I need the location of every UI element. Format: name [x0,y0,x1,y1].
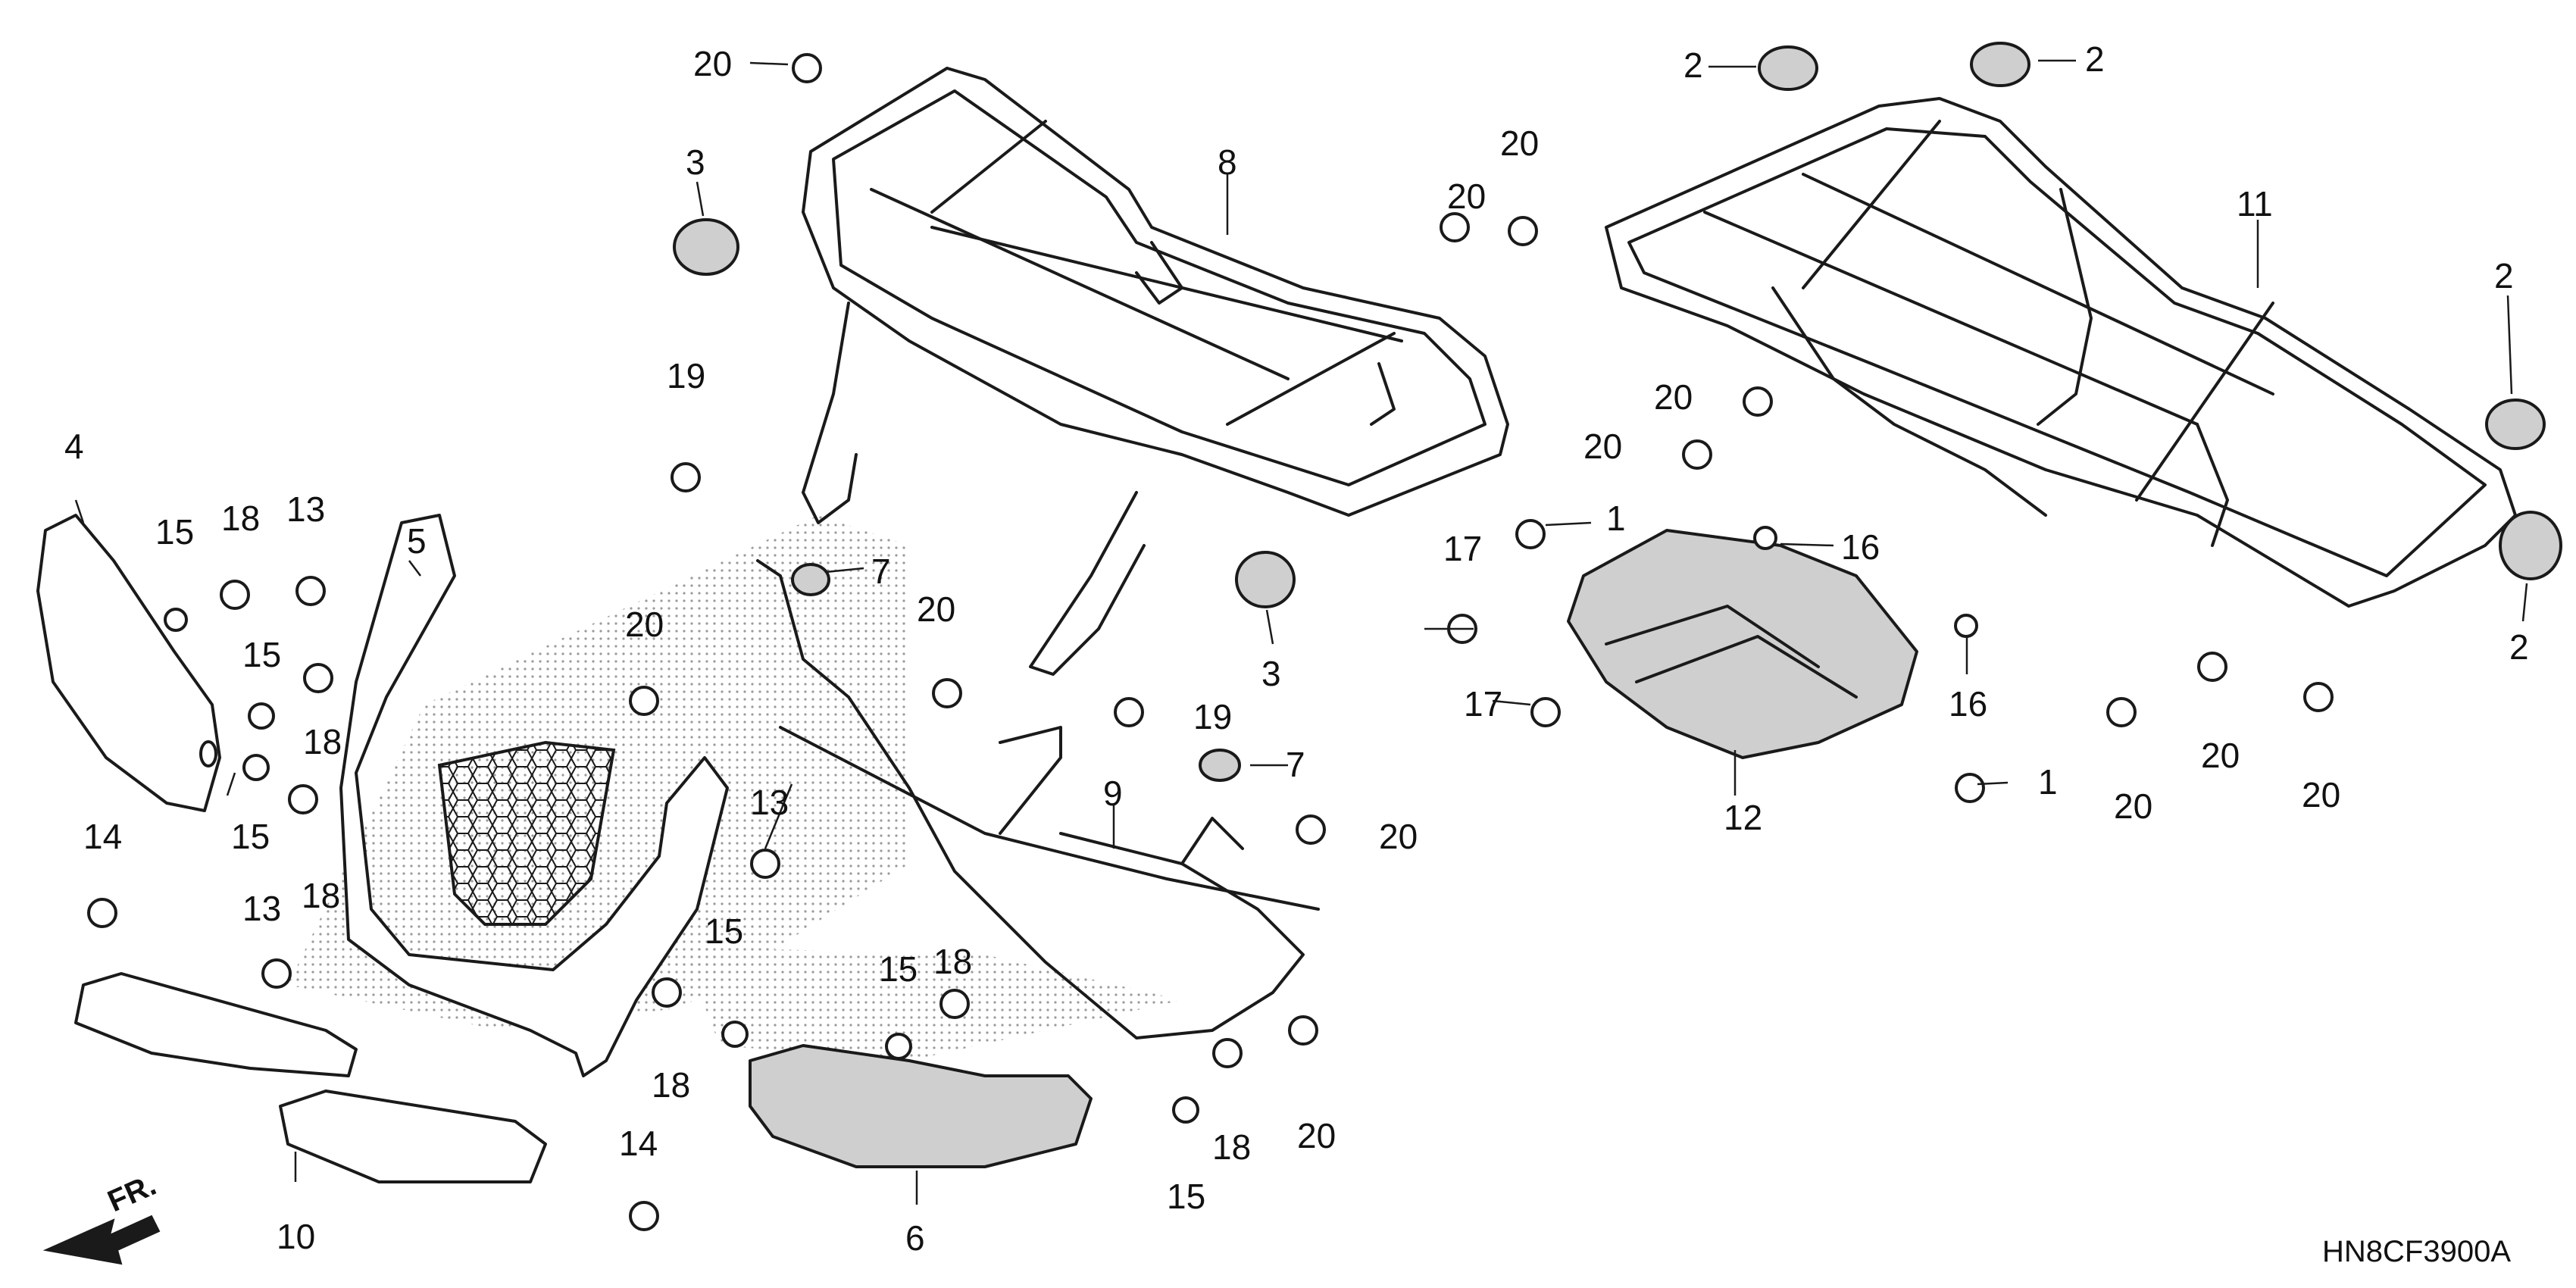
callout-20: 20 [625,605,664,644]
rubber-damper [673,42,2562,782]
callout-13: 13 [286,489,325,529]
callout-6: 6 [905,1218,925,1258]
callout-15: 15 [231,817,270,856]
callout-7: 7 [1286,745,1305,784]
callout-10: 10 [277,1217,315,1256]
callout-2: 2 [1683,45,1703,85]
bolt [87,53,2334,1231]
callout-18: 18 [302,876,340,915]
callout-8: 8 [1218,142,1237,182]
callout-20: 20 [1500,123,1539,163]
callout-18: 18 [1212,1127,1251,1167]
callout-20: 20 [917,589,955,629]
front-cover [339,514,729,1077]
rear-carrier [1605,97,2517,608]
callout-18: 18 [933,942,972,981]
callout-20: 20 [2302,775,2340,814]
callout-15: 15 [705,911,743,951]
side-cover-right [749,1044,1093,1168]
callout-2: 2 [2494,256,2514,295]
callout-20: 20 [2201,736,2240,775]
front-label: FR. [103,1168,161,1218]
callout-15: 15 [879,949,918,989]
callout-4: 4 [64,427,84,466]
washer [164,526,1978,1124]
callout-15: 15 [242,635,281,674]
front-lower-guard-a [74,972,547,1183]
callout-15: 15 [155,512,194,552]
callout-13: 13 [242,889,281,928]
diagram-code: HN8CF3900A [2322,1235,2511,1268]
callout-1: 1 [2038,762,2058,802]
callout-7: 7 [871,552,891,591]
callout-12: 12 [1724,798,1762,837]
callout-1: 1 [1606,499,1626,538]
callout-18: 18 [221,499,260,538]
callout-2: 2 [2509,627,2529,667]
callout-2: 2 [2085,39,2105,79]
front-direction-indicator: FR. [42,1168,161,1265]
callout-20: 20 [1379,817,1418,856]
callout-20: 20 [1654,377,1693,417]
callout-17: 17 [1464,684,1502,724]
callout-20: 20 [1297,1116,1336,1155]
callout-20: 20 [2114,786,2152,826]
callout-13: 13 [750,783,789,822]
leader-lines [74,59,2528,1205]
callout-14: 14 [619,1124,658,1163]
callout-5: 5 [407,521,427,561]
callout-19: 19 [667,356,705,395]
callout-18: 18 [652,1065,690,1105]
front-carrier [802,67,1509,676]
callout-18: 18 [303,722,342,761]
callout-11: 11 [2237,184,2273,224]
callout-17: 17 [1443,529,1482,568]
side-cover-left [36,514,221,812]
callout-20: 20 [693,44,732,83]
callout-16: 16 [1949,684,1987,724]
callout-20: 20 [1583,427,1622,466]
callout-9: 9 [1103,774,1123,813]
callout-16: 16 [1841,527,1880,567]
callout-14: 14 [83,817,122,856]
callout-3: 3 [686,142,705,182]
callout-20: 20 [1447,177,1486,216]
callout-labels: 1 1 2 2 2 2 3 3 4 5 6 7 7 8 9 10 11 12 1… [64,39,2529,1258]
front-frame [756,559,1320,1039]
callout-3: 3 [1261,654,1281,693]
callout-19: 19 [1193,697,1232,736]
callout-15: 15 [1167,1177,1205,1216]
